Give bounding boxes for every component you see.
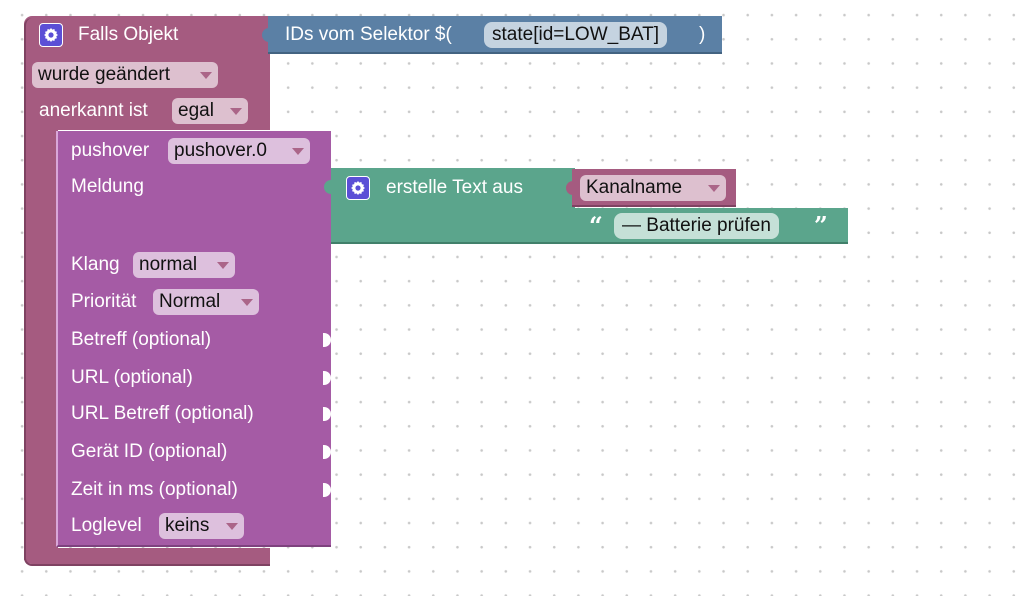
channel-name-dropdown[interactable]: Kanalname — [580, 175, 726, 201]
loglevel-dropdown[interactable]: keins — [159, 513, 244, 539]
message-label: Meldung — [71, 176, 144, 197]
event-title: Falls Objekt — [78, 24, 179, 45]
text-join-block[interactable] — [331, 168, 575, 244]
subject-label: Betreff (optional) — [71, 329, 212, 350]
url-input-socket[interactable] — [323, 371, 331, 385]
chevron-down-icon — [292, 148, 304, 155]
chevron-down-icon — [708, 185, 720, 192]
time-input-socket[interactable] — [323, 483, 331, 497]
pushover-instance-dropdown[interactable]: pushover.0 — [168, 138, 310, 164]
chevron-down-icon — [217, 262, 229, 269]
selector-connector — [262, 28, 270, 42]
priority-dropdown[interactable]: Normal — [153, 289, 259, 315]
chevron-down-icon — [226, 523, 238, 530]
url-subject-label: URL Betreff (optional) — [71, 403, 254, 424]
url-label: URL (optional) — [71, 367, 193, 388]
chevron-down-icon — [241, 299, 253, 306]
gear-icon[interactable] — [39, 23, 63, 47]
pushover-instance-value: pushover.0 — [174, 140, 267, 161]
selector-field[interactable]: state[id=LOW_BAT] — [484, 22, 668, 48]
gear-icon-glyph — [44, 28, 58, 42]
ack-label: anerkannt ist — [39, 100, 148, 121]
channel-name-connector — [566, 181, 574, 195]
channel-name-value: Kanalname — [586, 177, 683, 198]
string-field[interactable]: — Batterie prüfen — [614, 213, 779, 239]
gear-icon-glyph — [351, 181, 365, 195]
loglevel-dropdown-value: keins — [165, 515, 210, 536]
trigger-dropdown[interactable]: wurde geändert — [32, 62, 218, 88]
pushover-block[interactable] — [56, 131, 331, 547]
selector-prefix: IDs vom Selektor $( — [285, 24, 452, 45]
trigger-dropdown-value: wurde geändert — [38, 64, 171, 85]
sound-dropdown[interactable]: normal — [133, 252, 235, 278]
event-block-body[interactable] — [24, 120, 58, 560]
device-label: Gerät ID (optional) — [71, 441, 228, 462]
event-block-footer[interactable] — [24, 548, 270, 564]
priority-label: Priorität — [71, 291, 137, 312]
priority-dropdown-value: Normal — [159, 291, 221, 312]
loglevel-label: Loglevel — [71, 515, 142, 536]
time-label: Zeit in ms (optional) — [71, 479, 238, 500]
device-input-socket[interactable] — [323, 445, 331, 459]
subject-input-socket[interactable] — [323, 333, 331, 347]
sound-dropdown-value: normal — [139, 254, 198, 275]
open-quote-icon: “ — [589, 211, 603, 240]
chevron-down-icon — [200, 72, 212, 79]
text-join-connector — [324, 180, 332, 194]
ack-dropdown[interactable]: egal — [172, 98, 248, 124]
sound-label: Klang — [71, 254, 120, 275]
selector-suffix: ) — [699, 24, 706, 45]
chevron-down-icon — [230, 108, 242, 115]
close-quote-icon: ” — [814, 211, 828, 240]
text-join-label: erstelle Text aus — [386, 177, 523, 198]
ack-dropdown-value: egal — [178, 100, 214, 121]
pushover-label: pushover — [71, 140, 150, 161]
gear-icon[interactable] — [346, 176, 370, 200]
url-subject-input-socket[interactable] — [323, 407, 331, 421]
